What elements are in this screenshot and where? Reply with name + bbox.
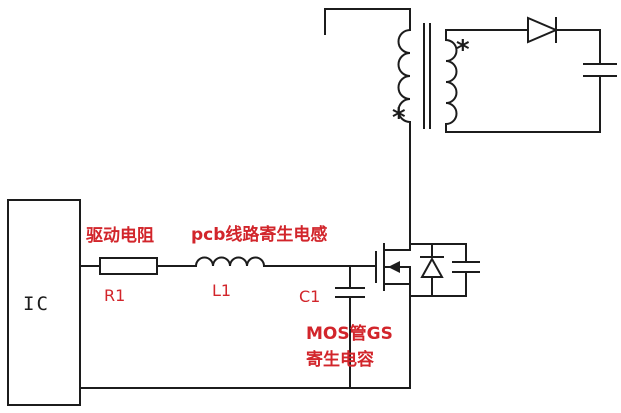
wire-source-ground bbox=[79, 266, 411, 389]
gs-capacitor bbox=[335, 265, 365, 389]
wire-output-bottom bbox=[445, 75, 601, 133]
ds-capacitor bbox=[452, 243, 480, 297]
transformer-secondary-coil bbox=[444, 38, 458, 133]
resistor-body bbox=[99, 257, 158, 275]
circuit-lines bbox=[7, 8, 617, 406]
wire-input-top bbox=[324, 8, 411, 35]
inductor-desc-label: pcb线路寄生电感 bbox=[191, 224, 327, 245]
resistor-ref-label: R1 bbox=[104, 286, 125, 305]
primary-dot-mark: * bbox=[392, 103, 406, 133]
secondary-dot-mark: * bbox=[456, 35, 470, 65]
ic-box bbox=[7, 199, 81, 406]
mosfet-body-arrow-icon bbox=[388, 261, 400, 273]
red-labels: 驱动电阻 R1 pcb线路寄生电感 L1 C1 MOS管GS 寄生电容 bbox=[86, 224, 393, 370]
capacitor-desc-label-line1: MOS管GS bbox=[306, 323, 393, 344]
output-capacitor-plates bbox=[583, 63, 617, 77]
inductor-coil bbox=[194, 256, 266, 268]
inductor-ref-label: L1 bbox=[212, 281, 231, 300]
transformer-core bbox=[423, 23, 431, 129]
resistor-desc-label: 驱动电阻 bbox=[86, 225, 154, 246]
capacitor-ref-label: C1 bbox=[299, 287, 320, 306]
body-diode-triangle bbox=[420, 256, 444, 278]
ic-label: IC bbox=[23, 293, 50, 315]
transformer-primary-coil bbox=[397, 28, 412, 251]
output-diode-triangle bbox=[527, 16, 559, 44]
ink-labels: IC * * bbox=[23, 35, 470, 315]
wire-secondary-top bbox=[445, 29, 529, 41]
wire-output-right bbox=[555, 29, 601, 65]
capacitor-desc-label-line2: 寄生电容 bbox=[306, 349, 374, 370]
